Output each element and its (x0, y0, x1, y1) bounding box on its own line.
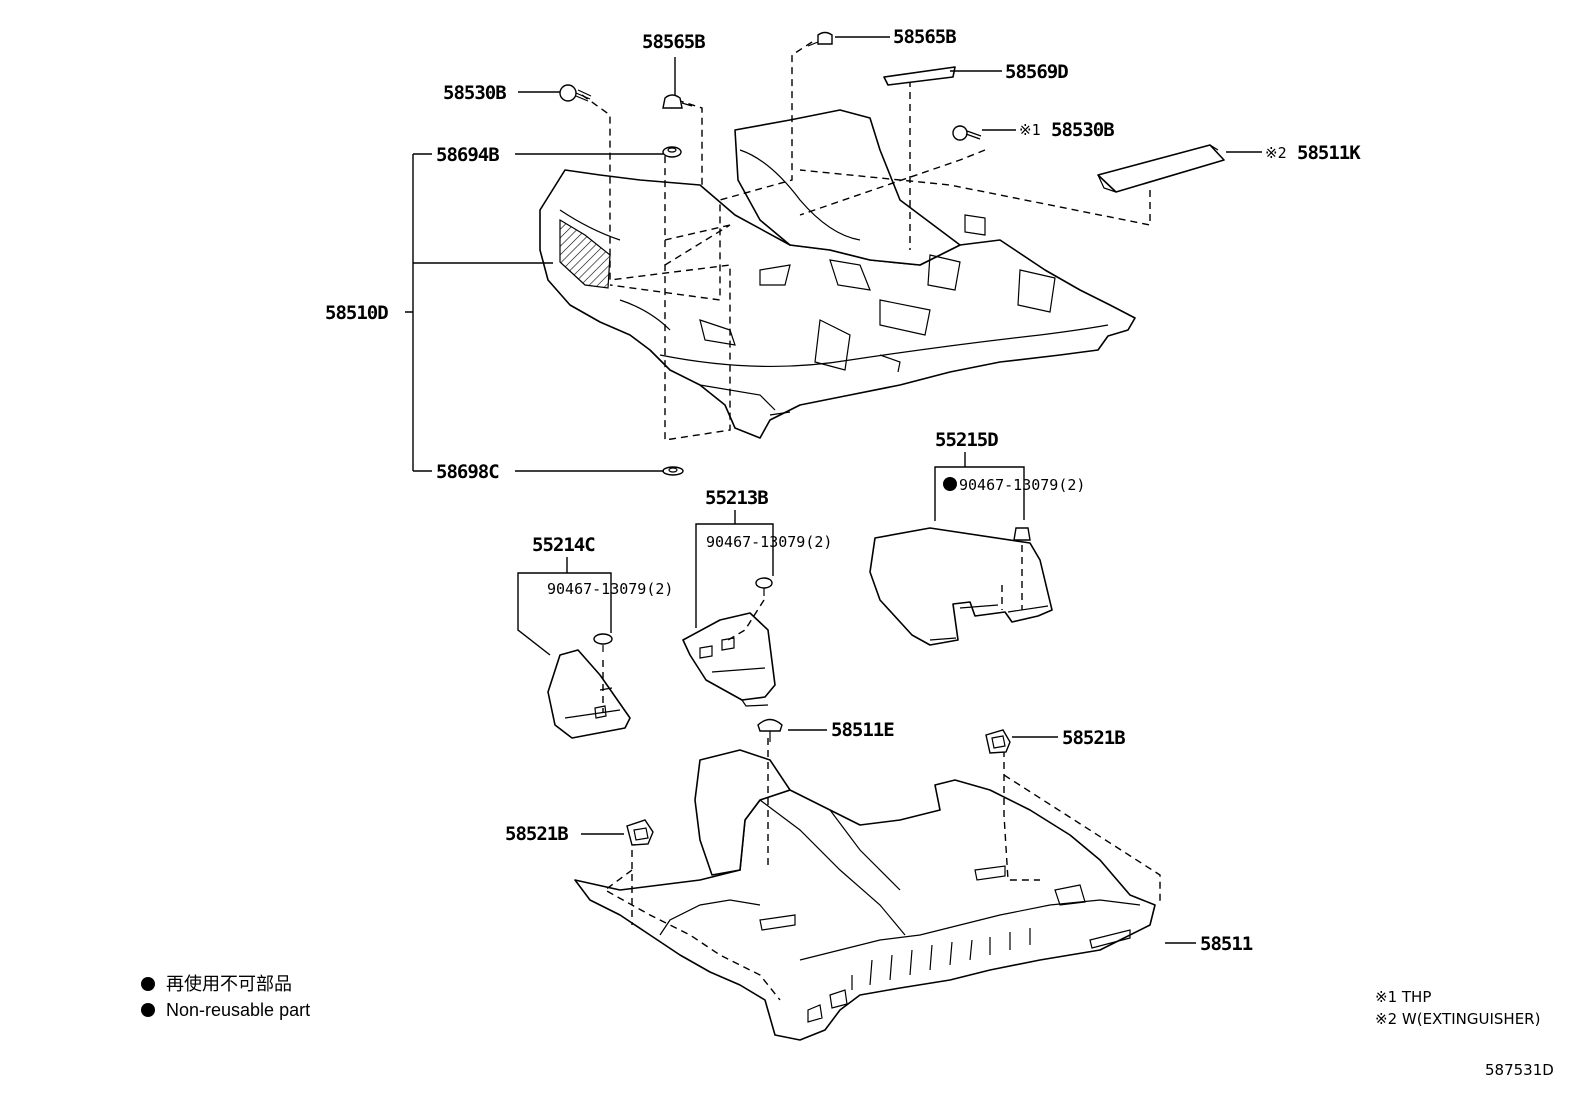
label-58694B: 58694B (436, 144, 499, 166)
label-58511K: 58511K (1297, 142, 1361, 164)
insulator-55215D (869, 527, 1053, 646)
label-55214C: 55214C (532, 534, 595, 556)
label-58521B-left: 58521B (505, 823, 568, 845)
label-58511E: 58511E (831, 719, 894, 741)
fastener-58521B-right (985, 729, 1011, 754)
label-55215D: 55215D (935, 429, 998, 451)
insulator-55214C (547, 633, 631, 739)
note-2: ※2 W(EXTINGUISHER) (1375, 1010, 1540, 1028)
carpet-58510D (539, 109, 1136, 439)
upper-guide-lines (581, 41, 1151, 441)
mark-58511K: ※2 (1265, 144, 1287, 162)
label-58511: 58511 (1200, 933, 1253, 955)
legend-dot-icon-en (141, 1003, 155, 1017)
fastener-58694B (662, 146, 682, 158)
lower-guide-lines (603, 738, 1161, 1001)
insulator-55213B (682, 577, 776, 707)
label-58569D: 58569D (1005, 61, 1068, 83)
plate-58511K (1097, 144, 1225, 193)
legend-jp: 再使用不可部品 (166, 974, 292, 994)
label-clip-55213B: 90467-13079(2) (706, 533, 832, 551)
fastener-58530B-right (952, 125, 982, 141)
label-58565B-top: 58565B (642, 31, 705, 53)
label-58510D: 58510D (325, 302, 388, 324)
label-clip-55215D: 90467-13079(2) (959, 476, 1085, 494)
plate-58569D (883, 66, 956, 86)
mark-58530B-right: ※1 (1019, 121, 1041, 139)
note-1: ※1 THP (1375, 988, 1431, 1006)
diagram-code: 587531D (1485, 1061, 1554, 1079)
label-58530B-right: 58530B (1051, 119, 1114, 141)
label-55213B: 55213B (705, 487, 768, 509)
legend-dot-icon-jp (141, 977, 155, 991)
label-clip-55214C: 90467-13079(2) (547, 580, 673, 598)
label-58698C: 58698C (436, 461, 499, 483)
fastener-58698C (662, 466, 684, 476)
fastener-58530B-left (559, 84, 592, 102)
leader-lines (405, 36, 1262, 944)
fastener-58565B-top (662, 94, 693, 109)
label-58565B-right: 58565B (893, 26, 956, 48)
fastener-58521B-left (626, 819, 654, 846)
floor-mat-58511 (574, 749, 1156, 1041)
legend-en: Non-reusable part (166, 1000, 310, 1020)
fastener-58511E (757, 718, 783, 742)
fastener-58565B-right (807, 31, 833, 47)
non-reusable-dot-icon (943, 477, 957, 491)
label-58521B-right: 58521B (1062, 727, 1125, 749)
label-58530B-left: 58530B (443, 82, 506, 104)
